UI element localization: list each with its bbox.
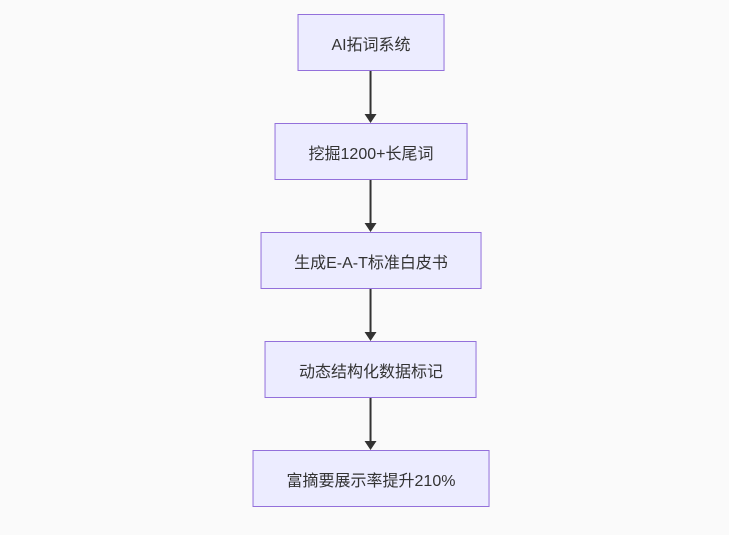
arrow-down-icon: [365, 71, 378, 123]
flowchart-node-structured-data-markup: 动态结构化数据标记: [264, 341, 477, 398]
node-label: 富摘要展示率提升210%: [286, 472, 456, 490]
arrowhead-icon: [365, 332, 377, 341]
arrowhead-icon: [365, 114, 377, 123]
arrow-line: [370, 180, 372, 223]
flowchart-node-ai-word-expansion: AI拓词系统: [297, 14, 445, 71]
flowchart-node-eat-whitepaper: 生成E-A-T标准白皮书: [260, 232, 482, 289]
arrow-line: [370, 71, 372, 114]
node-label: AI拓词系统: [331, 36, 411, 54]
flowchart-node-rich-snippet-rate: 富摘要展示率提升210%: [252, 450, 490, 507]
arrow-down-icon: [365, 289, 378, 341]
node-label: 动态结构化数据标记: [298, 363, 443, 381]
arrowhead-icon: [365, 223, 377, 232]
arrowhead-icon: [365, 441, 377, 450]
arrow-line: [370, 398, 372, 441]
node-label: 生成E-A-T标准白皮书: [294, 254, 448, 272]
flowchart: AI拓词系统 挖掘1200+长尾词 生成E-A-T标准白皮书 动态结构化数据标记…: [252, 14, 490, 507]
node-label: 挖掘1200+长尾词: [308, 145, 434, 163]
arrow-down-icon: [365, 180, 378, 232]
arrow-down-icon: [365, 398, 378, 450]
flowchart-node-longtail-keywords: 挖掘1200+长尾词: [274, 123, 468, 180]
arrow-line: [370, 289, 372, 332]
